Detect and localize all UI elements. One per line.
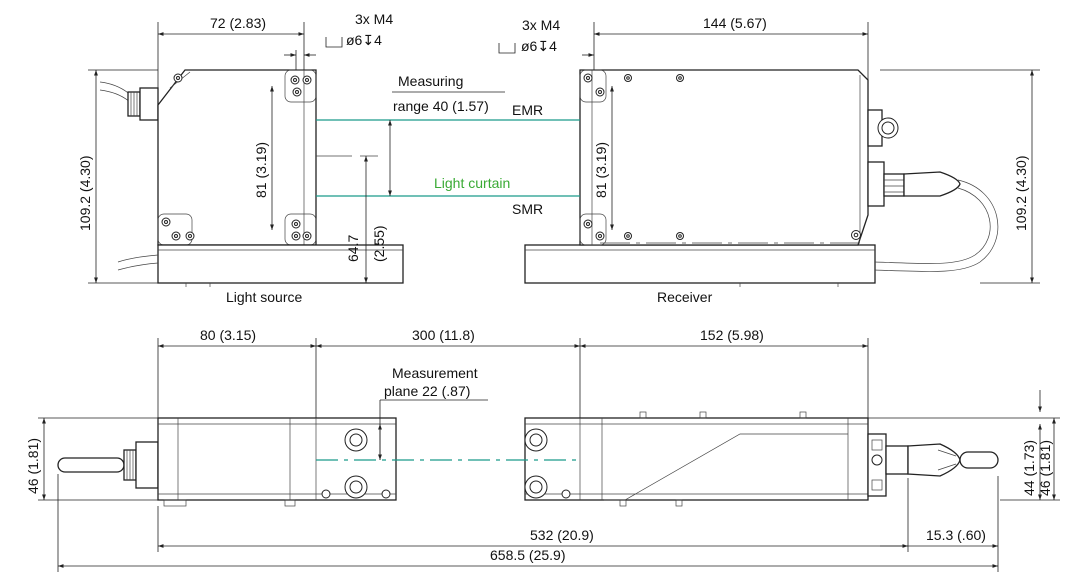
measuring-range-label-a: Measuring <box>398 73 463 89</box>
dim-axis-height-a: 64.7 <box>345 235 361 262</box>
receiver-caption: Receiver <box>657 289 713 305</box>
dim-bottom-gap: 300 (11.8) <box>412 327 475 343</box>
light-source-caption: Light source <box>226 289 302 305</box>
receiver-top-view <box>524 411 999 507</box>
measurement-plane-label-b: plane 22 (.87) <box>384 383 470 399</box>
measuring-range-label-b: range 40 (1.57) <box>393 98 489 114</box>
thread-label-receiver: 3x M4 <box>522 17 560 33</box>
dim-top-width-receiver: 144 (5.67) <box>703 15 767 31</box>
light-source-front-view <box>99 69 404 287</box>
counterbore-label-receiver: ø6↧4 <box>521 38 557 54</box>
counterbore-label-source: ø6↧4 <box>346 32 382 48</box>
dim-depth-right-46: 46 (1.81) <box>1037 440 1053 496</box>
dim-height-left: 109.2 (4.30) <box>77 156 93 232</box>
dim-connector-length: 15.3 (.60) <box>926 527 986 543</box>
thread-label-source: 3x M4 <box>355 11 393 27</box>
dim-depth-right-44: 44 (1.73) <box>1021 440 1037 496</box>
dim-overall-532: 532 (20.9) <box>530 527 594 543</box>
dim-window-receiver: 81 (3.19) <box>593 142 609 198</box>
smr-label: SMR <box>512 201 543 217</box>
dim-height-right: 109.2 (4.30) <box>1013 156 1029 232</box>
light-source-top-view <box>57 417 397 507</box>
dim-window-source: 81 (3.19) <box>253 142 269 198</box>
emr-label: EMR <box>512 102 543 118</box>
dim-top-width-source: 72 (2.83) <box>210 15 266 31</box>
dim-overall-658: 658.5 (25.9) <box>490 547 566 563</box>
light-curtain-label: Light curtain <box>434 175 510 191</box>
bottom-dimensions <box>38 338 1060 572</box>
measurement-plane-label-a: Measurement <box>392 365 478 381</box>
dim-axis-height-b: (2.55) <box>371 225 387 262</box>
dim-depth-left: 46 (1.81) <box>25 438 41 494</box>
dim-bottom-source: 80 (3.15) <box>200 327 256 343</box>
top-dimensions <box>88 22 1040 284</box>
receiver-front-view <box>524 69 999 287</box>
dim-bottom-receiver: 152 (5.98) <box>700 327 764 343</box>
